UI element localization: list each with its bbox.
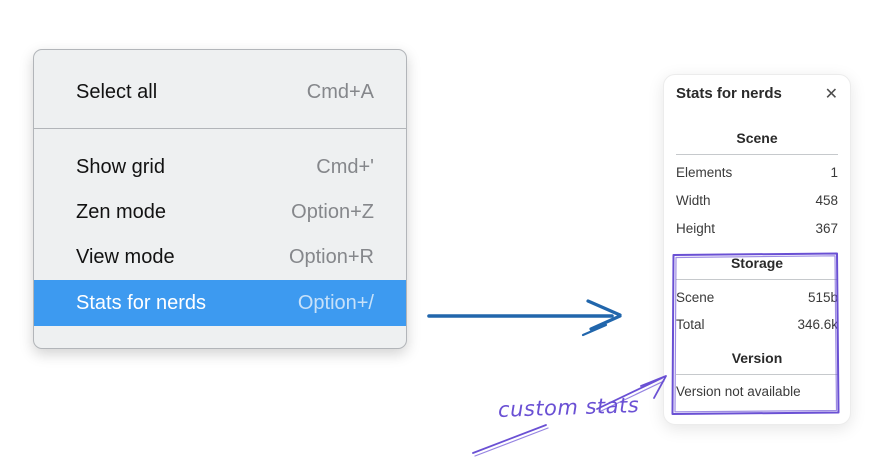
stats-panel-header: Stats for nerds ✕ (676, 85, 838, 102)
annotation-text: custom stats (497, 393, 640, 422)
stat-label: Elements (676, 165, 733, 180)
stat-row-height: Height 367 (676, 215, 838, 243)
menu-item-stats-for-nerds[interactable]: Stats for nerds Option+/ (34, 280, 406, 326)
menu-item-label: Zen mode (76, 201, 167, 223)
menu-item-shortcut: Option+R (288, 246, 374, 268)
stat-row-width: Width 458 (676, 187, 838, 215)
menu-section-main: Show grid Cmd+' Zen mode Option+Z View m… (34, 129, 406, 348)
stat-label: Width (676, 193, 711, 208)
panel-title: Stats for nerds (676, 85, 782, 102)
menu-divider (34, 128, 406, 129)
section-rule (676, 374, 838, 375)
stat-row-scene-storage: Scene 515b (676, 284, 838, 311)
section-rule (676, 279, 838, 280)
pointer-arrow-icon (427, 299, 622, 337)
close-icon[interactable]: ✕ (824, 83, 838, 103)
menu-item-zen-mode[interactable]: Zen mode Option+Z (34, 190, 406, 235)
version-note: Version not available (676, 384, 801, 399)
stat-label: Total (676, 317, 705, 332)
menu-item-select-all[interactable]: Select all Cmd+A (34, 70, 406, 115)
stat-value: 346.6k (797, 317, 838, 332)
menu-item-label: Select all (76, 81, 158, 103)
menu-item-label: Stats for nerds (76, 291, 207, 314)
menu-item-label: Show grid (76, 156, 165, 178)
section-version: Version Version not available (676, 350, 838, 405)
menu-item-label: View mode (76, 246, 175, 268)
menu-section-top: Select all Cmd+A (34, 50, 406, 128)
section-header: Version (731, 350, 783, 366)
section-storage: Storage Scene 515b Total 346.6k (676, 255, 838, 338)
stat-value: 367 (815, 221, 838, 236)
stat-row-elements: Elements 1 (676, 159, 838, 187)
menu-item-show-grid[interactable]: Show grid Cmd+' (34, 145, 406, 190)
stat-label: Height (676, 221, 716, 236)
section-header: Storage (730, 255, 784, 271)
menu-item-view-mode[interactable]: View mode Option+R (34, 235, 406, 280)
context-menu: Select all Cmd+A Show grid Cmd+' Zen mod… (33, 49, 407, 349)
stat-value: 458 (815, 193, 838, 208)
stat-value: 1 (830, 165, 838, 180)
menu-item-shortcut: Option+Z (291, 201, 374, 223)
stat-label: Scene (676, 290, 715, 305)
menu-item-shortcut: Option+/ (297, 291, 374, 314)
stats-panel: Stats for nerds ✕ Scene Elements 1 Width… (663, 74, 851, 425)
stat-value: 515b (807, 290, 838, 305)
section-header: Scene (736, 130, 778, 146)
stat-row-total-storage: Total 346.6k (676, 311, 838, 338)
menu-item-shortcut: Cmd+A (306, 81, 374, 103)
section-rule (676, 154, 838, 155)
menu-item-shortcut: Cmd+' (316, 156, 374, 178)
section-scene: Scene Elements 1 Width 458 Height 367 (676, 130, 838, 243)
